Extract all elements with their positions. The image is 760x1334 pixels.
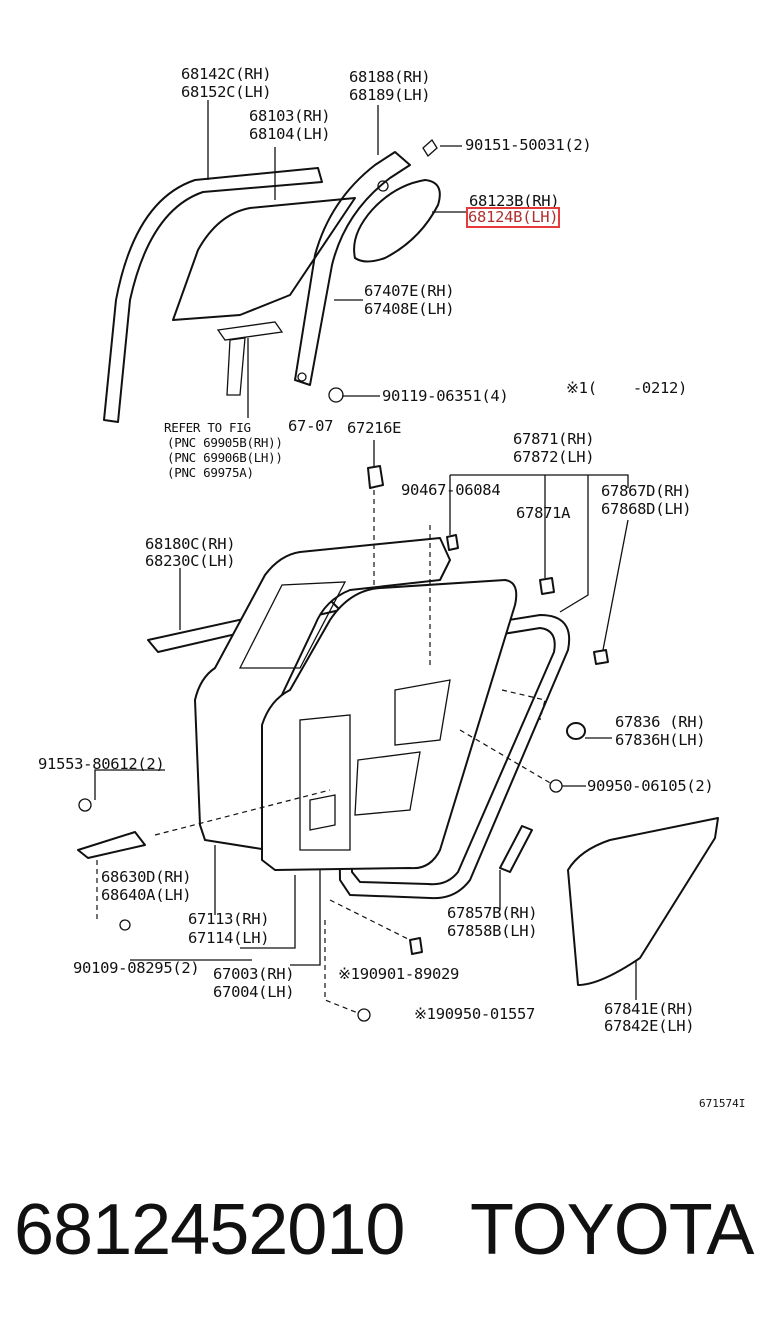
label-glass-lh: 68104(LH) xyxy=(249,125,331,143)
leader-lines xyxy=(94,100,637,1000)
label-division-bar-rh: 68188(RH) xyxy=(349,68,431,86)
label-seal-rh: 67867D(RH) xyxy=(601,482,692,500)
label-note-date: ※1( -0212) xyxy=(566,379,688,397)
plug-icon xyxy=(566,722,586,740)
hole-plug-icon xyxy=(549,779,563,793)
door-glass xyxy=(172,197,356,396)
label-cover-rh: 67857B(RH) xyxy=(447,904,538,922)
label-clip-4: ※190901-89029 xyxy=(338,965,460,983)
door-inner-panel xyxy=(261,579,518,871)
label-clip-2: 90467-06084 xyxy=(401,481,501,499)
door-outer-panel xyxy=(194,537,451,851)
label-hole-plug: 90950-06105(2) xyxy=(587,777,714,795)
window-channel xyxy=(103,167,323,423)
door-exploded-diagram xyxy=(77,100,719,1022)
door-film xyxy=(567,817,719,986)
label-film-lh: 67842E(LH) xyxy=(604,1017,695,1035)
label-refer-fig: REFER TO FIG xyxy=(164,420,251,435)
clip-icon xyxy=(367,465,384,489)
label-door-ws-lh: 67872(LH) xyxy=(513,448,595,466)
label-bolt-2: 91553-80612(2) xyxy=(38,755,165,773)
label-belt-ws-lh: 68230C(LH) xyxy=(145,552,236,570)
label-panel-lh: 67004(LH) xyxy=(213,983,295,1001)
label-clip-1: 67216E xyxy=(347,419,402,437)
footer: 6812452010 TOYOTA xyxy=(0,1180,760,1290)
label-screw-1: 90151-50031(2) xyxy=(465,136,592,154)
label-pnc-2: (PNC 69906B(LH)) xyxy=(167,450,283,465)
hinge xyxy=(77,798,146,931)
label-glass-rh: 68103(RH) xyxy=(249,107,331,125)
clip-icon xyxy=(539,577,555,595)
label-window-channel-lh: 68152C(LH) xyxy=(181,83,272,101)
label-weatherstrip-lh: 67408E(LH) xyxy=(364,300,455,318)
label-cover-lh: 67858B(LH) xyxy=(447,922,538,940)
label-panel-sub-rh: 67113(RH) xyxy=(188,910,270,928)
label-hinge-lh: 68640A(LH) xyxy=(101,886,192,904)
clip-icon xyxy=(593,649,609,665)
label-clip-3: 67871A xyxy=(516,504,571,522)
label-belt-ws-rh: 68180C(RH) xyxy=(145,535,236,553)
division-bar xyxy=(294,151,411,386)
clip-icon xyxy=(357,1008,371,1022)
label-seal-lh: 67868D(LH) xyxy=(601,500,692,518)
label-refer-fig-num: 67-07 xyxy=(288,417,334,435)
label-clip-5: ※190950-01557 xyxy=(414,1005,536,1023)
service-hole-cover xyxy=(499,825,533,873)
label-pnc-1: (PNC 69905B(RH)) xyxy=(167,435,283,450)
dashed-leader-lines xyxy=(96,490,553,1014)
label-window-channel-rh: 68142C(RH) xyxy=(181,65,272,83)
label-quarter-glass-rh: 68123B(RH) xyxy=(469,192,560,210)
label-weatherstrip-rh: 67407E(RH) xyxy=(364,282,455,300)
screw-icon xyxy=(297,139,438,403)
label-quarter-glass-lh-highlighted: 68124B(LH) xyxy=(465,207,561,228)
label-panel-rh: 67003(RH) xyxy=(213,965,295,983)
label-bolt-1: 90119-06351(4) xyxy=(382,387,509,405)
label-division-bar-lh: 68189(LH) xyxy=(349,86,431,104)
label-plug-lh: 67836H(LH) xyxy=(615,731,706,749)
part-number: 6812452010 xyxy=(14,1190,405,1270)
clip-icon xyxy=(409,937,423,955)
brand-name: TOYOTA xyxy=(470,1190,754,1270)
label-plug-rh: 67836 (RH) xyxy=(615,713,706,731)
label-film-rh: 67841E(RH) xyxy=(604,1000,695,1018)
label-panel-sub-lh: 67114(LH) xyxy=(188,929,270,947)
label-bolt-3: 90109-08295(2) xyxy=(73,959,200,977)
figure-code: 671574I xyxy=(699,1097,746,1110)
label-hinge-rh: 68630D(RH) xyxy=(101,868,192,886)
label-pnc-3: (PNC 69975A) xyxy=(167,465,254,480)
quarter-glass xyxy=(353,179,441,263)
label-door-ws-rh: 67871(RH) xyxy=(513,430,595,448)
clip-icon xyxy=(446,534,459,551)
